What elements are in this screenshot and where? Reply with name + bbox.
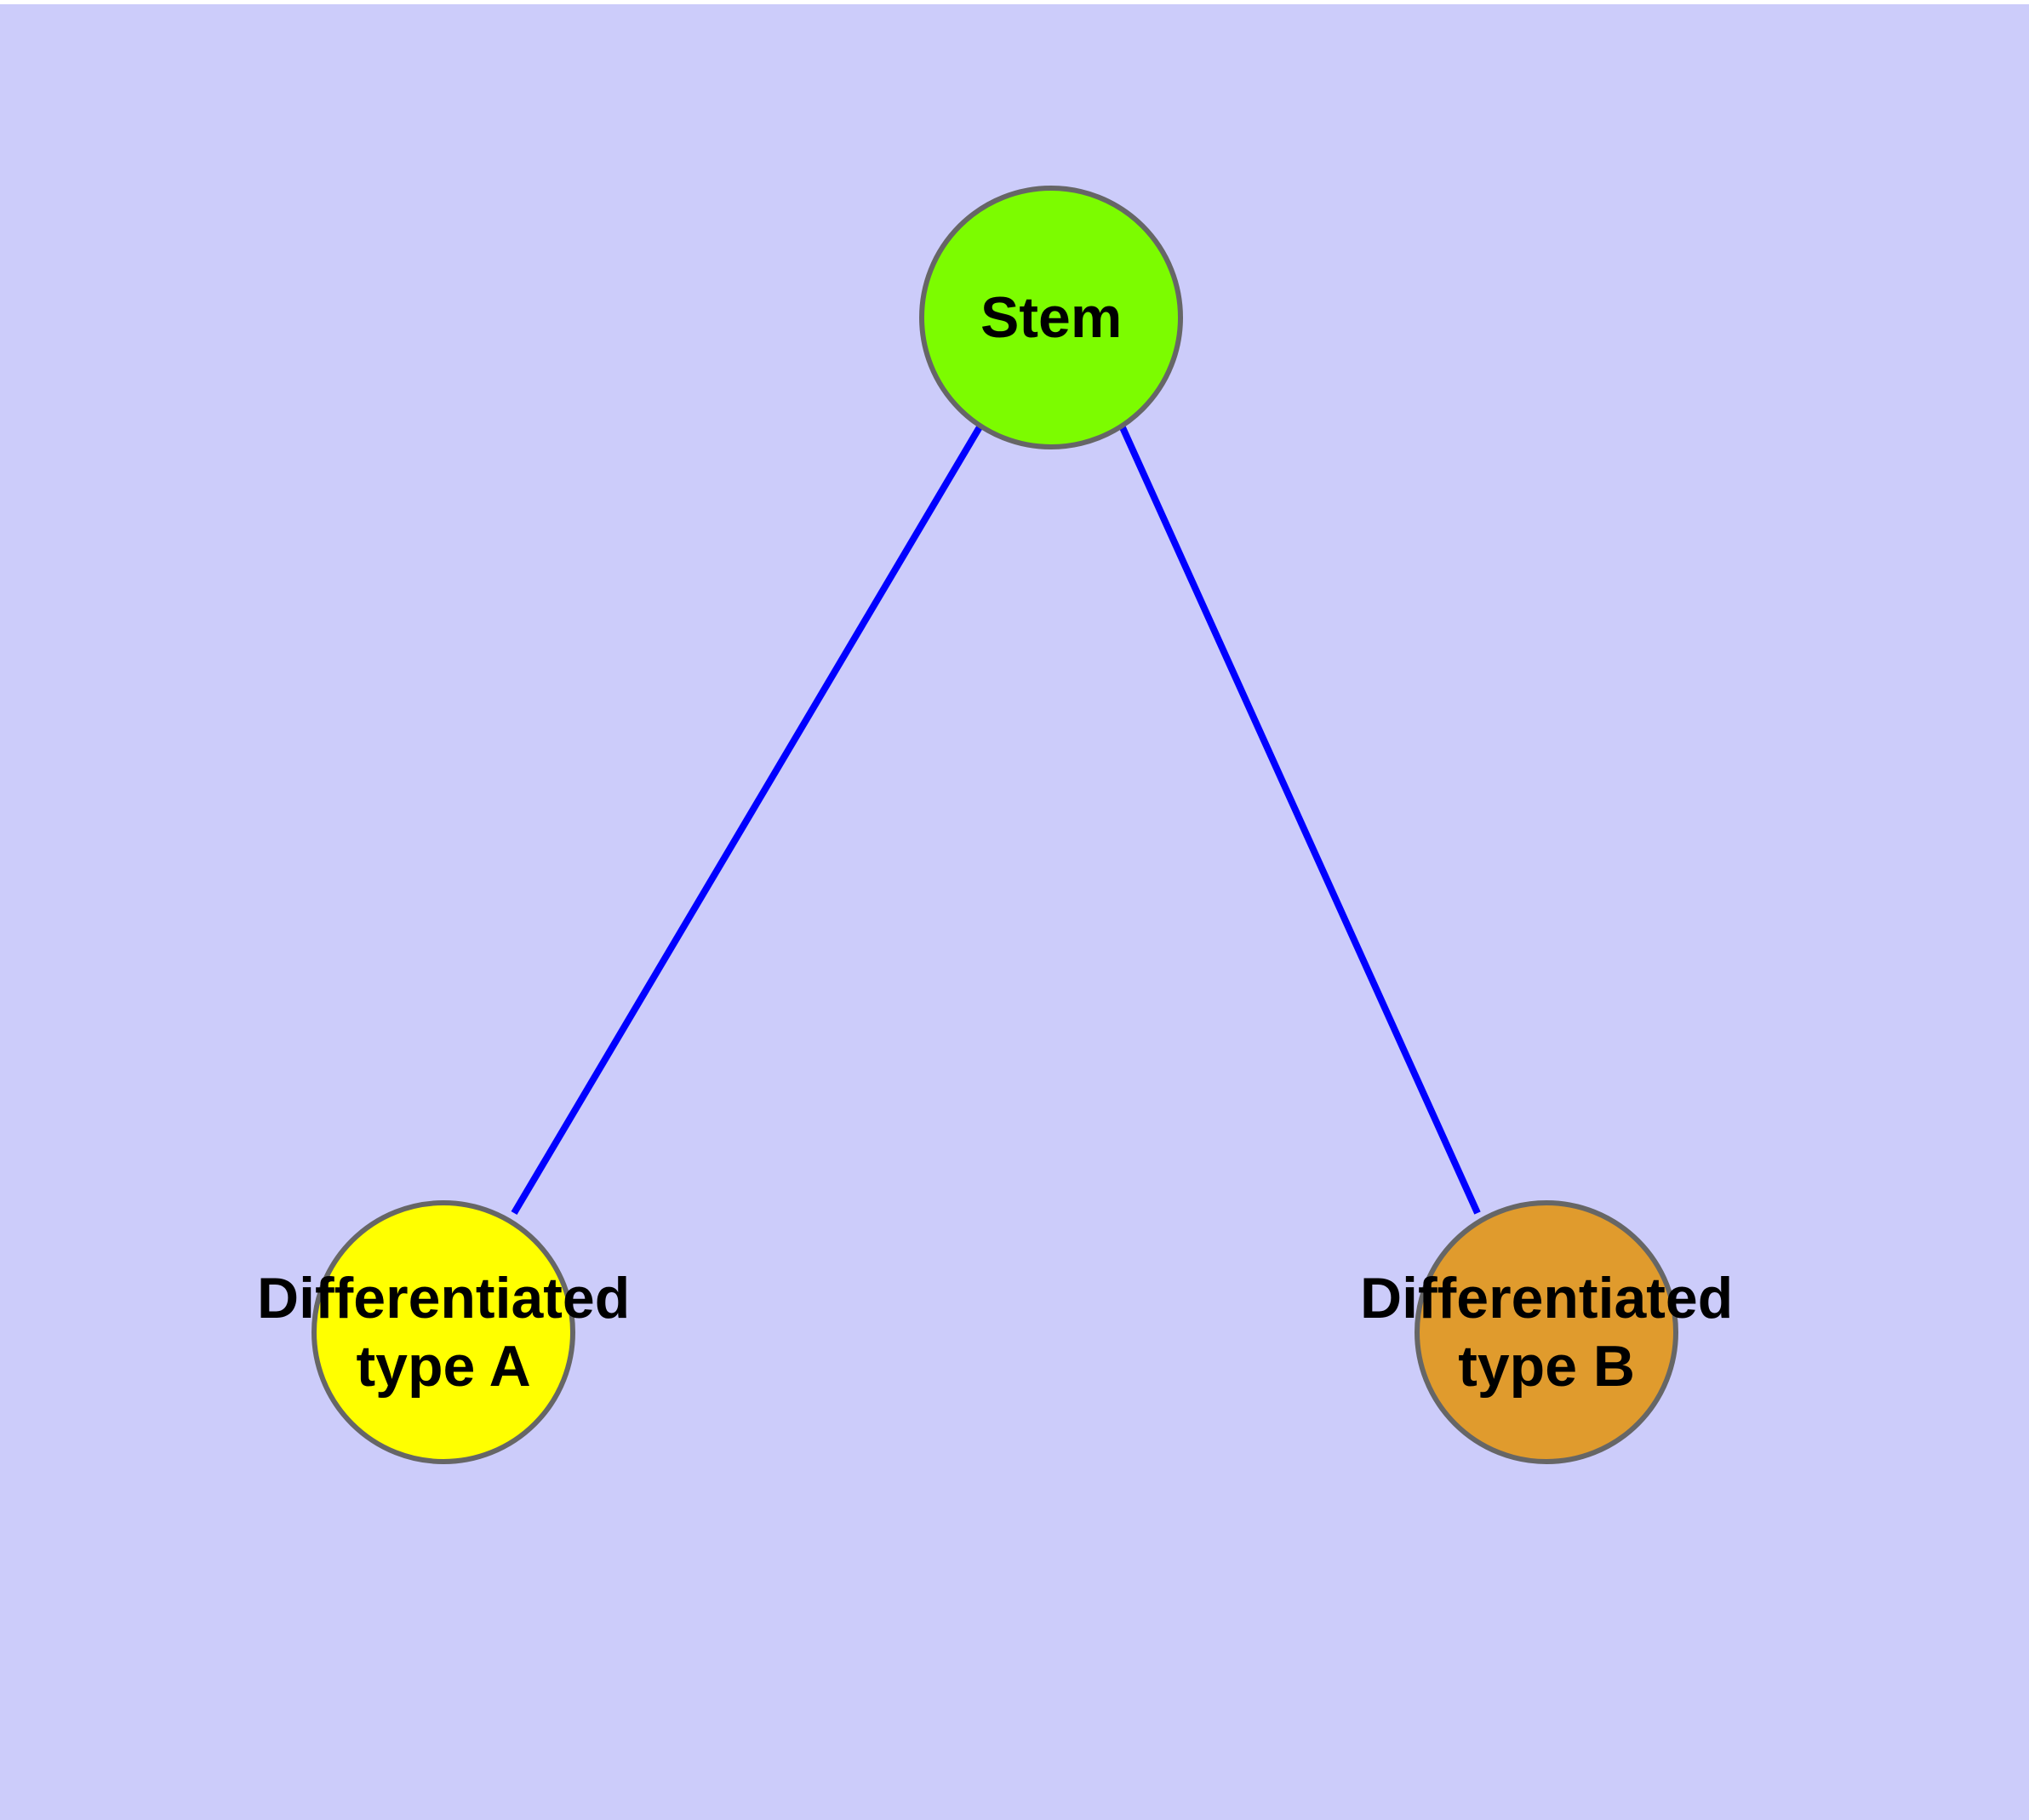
edge-stem-to-differentiated-type-a[interactable] [511,423,984,1216]
edge-layer [511,423,1481,1216]
node-differentiated-type-b[interactable] [1415,1200,1678,1464]
edge-stem-to-differentiated-type-b[interactable] [1118,424,1481,1215]
node-differentiated-type-a[interactable] [311,1200,575,1464]
node-layer [311,186,1678,1464]
node-stem[interactable] [919,186,1183,449]
canvas-top-margin [0,0,2029,4]
